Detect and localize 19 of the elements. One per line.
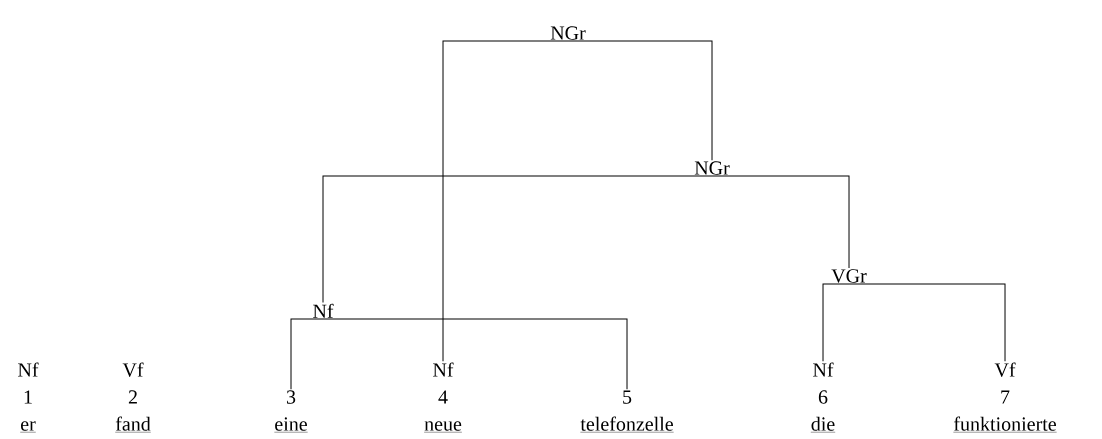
- phrase-label: NGr: [550, 26, 586, 40]
- word-column: Nf 4 neue: [423, 362, 463, 433]
- tree-branch: [822, 283, 850, 362]
- word-column: Vf 7 funktionierte: [953, 362, 1057, 433]
- word-column: 3 eine: [274, 390, 308, 433]
- word-column: 5 telefonzelle: [580, 390, 674, 433]
- phrase-label: NGr: [694, 161, 730, 175]
- tree-branch: [567, 40, 713, 161]
- word-column: Nf 6 die: [810, 362, 836, 433]
- tree-branch: [322, 318, 628, 390]
- word-column: Vf 2 fand: [115, 362, 151, 433]
- phrase-label: Nf: [313, 303, 334, 318]
- tree-branch: [711, 175, 850, 269]
- tree-branch: [848, 283, 1006, 362]
- phrase-label: VGr: [831, 269, 867, 283]
- word-column: Nf 1 er: [18, 362, 39, 433]
- tree-branch: [290, 318, 324, 390]
- tree-branch: [442, 40, 569, 362]
- tree-branch: [322, 175, 713, 303]
